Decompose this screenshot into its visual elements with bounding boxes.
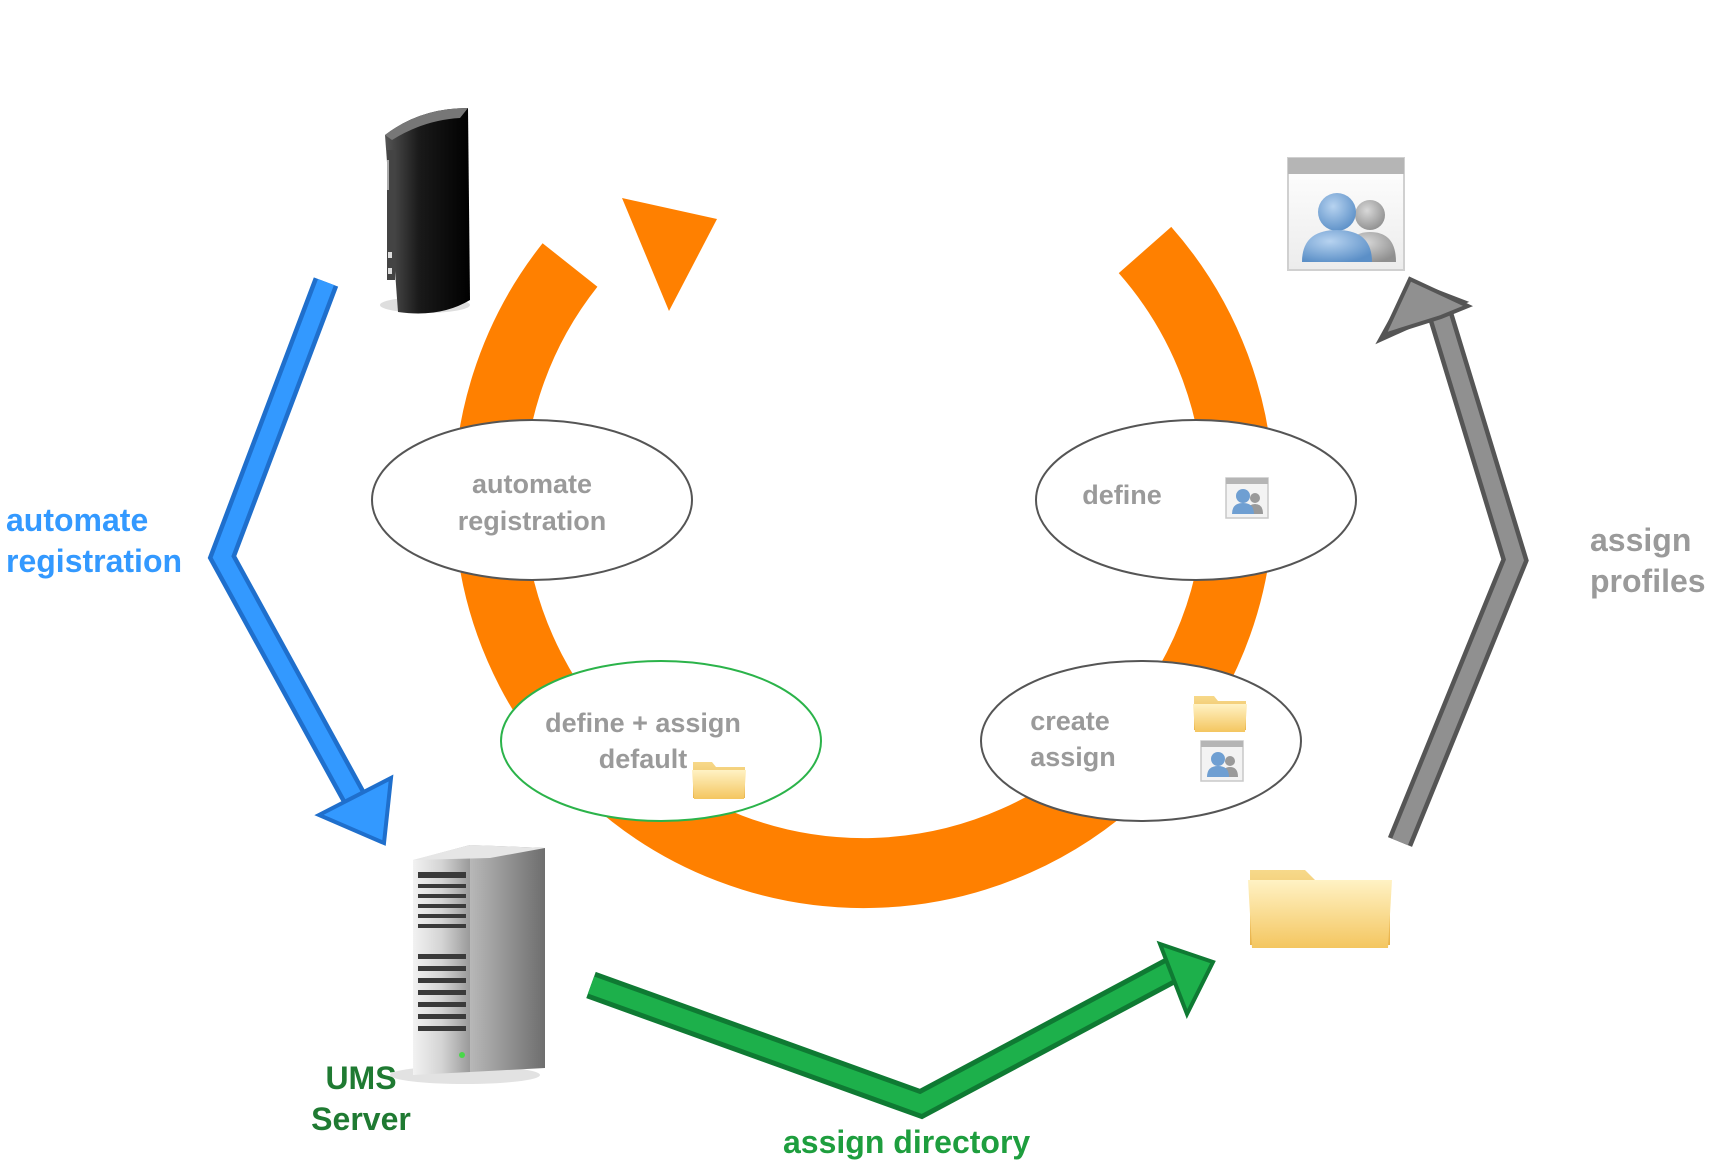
user-profile-icon — [1225, 477, 1269, 519]
folder-icon — [1248, 870, 1392, 948]
ellipse-automate-registration-line2: registration — [458, 506, 607, 536]
blue-arrow — [207, 277, 394, 846]
ellipse-automate-registration: automate registration — [371, 419, 693, 581]
thin-client-device-icon — [380, 108, 470, 314]
folder-icon — [1193, 696, 1247, 732]
gray-arrow — [1375, 276, 1529, 847]
ums-server-line1: UMS — [325, 1060, 397, 1096]
folder-icon — [692, 762, 746, 799]
ellipse-define-assign-default: define + assign default — [500, 660, 822, 822]
ellipse-create-assign-line1: create — [1030, 706, 1110, 736]
cycle-arrowhead — [622, 198, 717, 311]
automate-registration-line2: registration — [6, 543, 183, 579]
automate-registration-label: automate registration — [6, 500, 182, 582]
ellipse-create-assign: create assign — [980, 660, 1302, 822]
ellipse-create-assign-line2: assign — [1030, 742, 1116, 772]
ellipse-define: define — [1035, 419, 1357, 581]
ellipse-define-assign-default-line1: define + assign — [545, 708, 741, 738]
server-tower-icon — [390, 845, 545, 1084]
ellipse-define-label: define — [1082, 480, 1162, 510]
ellipse-define-assign-default-line2: default — [599, 744, 688, 774]
automate-registration-line1: automate — [6, 502, 149, 538]
green-arrow — [586, 940, 1216, 1120]
ums-server-label: UMS Server — [306, 1058, 416, 1140]
assign-profiles-line2: profiles — [1590, 563, 1706, 599]
user-profile-icon — [1287, 157, 1405, 271]
assign-profiles-line1: assign — [1590, 522, 1692, 558]
ellipse-automate-registration-line1: automate — [472, 469, 592, 499]
user-profile-icon — [1200, 740, 1244, 782]
assign-directory-label: assign directory — [783, 1124, 1031, 1160]
assign-profiles-label: assign profiles — [1590, 520, 1706, 602]
ums-server-line2: Server — [311, 1101, 411, 1137]
